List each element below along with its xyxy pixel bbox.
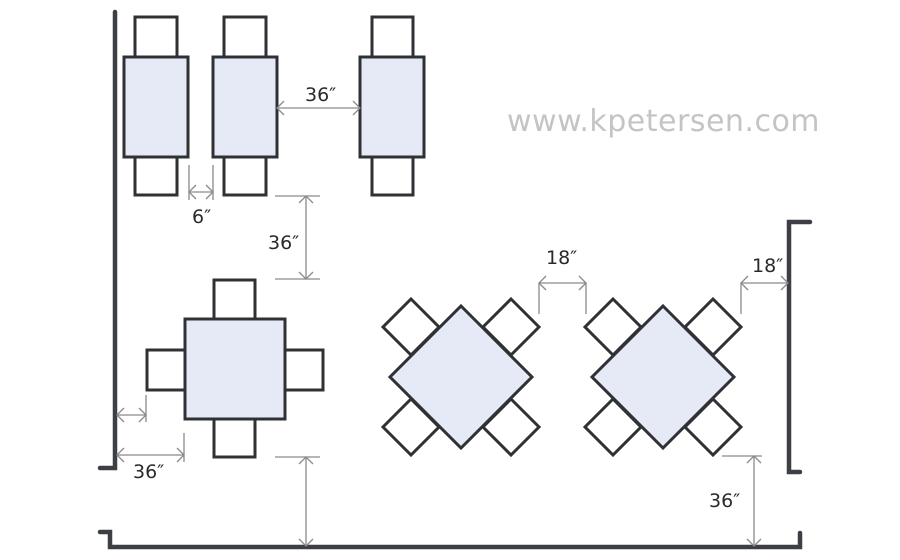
dim-36-row-gap-label: 36″ [268,232,299,254]
dim-18-between-diamonds: 18″ [538,247,587,314]
dim-6-chair-gap: 6″ [188,165,214,228]
rect-table-1-chair-2 [133,155,179,197]
rect-table-3-chair-2 [370,155,415,197]
rect-table-3-chair-1 [370,15,415,59]
dim-18-between-diamonds-label: 18″ [546,247,577,269]
walls [97,9,813,550]
dim-18-chair-to-left-wall [116,395,147,423]
rect-table-1 [122,55,190,159]
square-table-chair-3 [145,348,187,392]
dim-36-table-to-left-wall-label: 36″ [133,461,164,483]
tables [122,55,737,451]
square-table [183,317,287,421]
rect-table-3 [358,55,426,159]
diamond-table-2 [589,303,737,451]
dim-36-between-rect-tables-label: 36″ [305,84,336,106]
diamond-table-1 [387,303,535,451]
dim-36-table-to-left-wall: 36″ [116,433,185,483]
square-table-chair-4 [283,348,325,392]
dimension-lines: 36″ 6″ 36″ 18″ 18″ 36″ 36″ [116,84,789,547]
dim-6-chair-gap-label: 6″ [192,206,211,228]
left-wall [97,9,118,471]
watermark-text: www.kpetersen.com [507,104,820,139]
rect-table-1-chair-1 [133,15,179,59]
dim-36-square-to-bottom-wall [275,456,320,547]
dim-36-between-rect-tables: 36″ [276,84,361,116]
dim-36-row-gap: 36″ [268,195,320,280]
rect-table-2-chair-2 [222,155,268,197]
dim-18-to-right-wall-label: 18″ [752,255,783,277]
square-table-chair-2 [212,417,257,459]
right-wall [786,219,813,475]
rect-table-2 [211,55,279,159]
dim-36-diamond-to-bottom-wall-label: 36″ [709,490,740,512]
dim-36-diamond-to-bottom-wall: 36″ [709,455,762,547]
bottom-wall [97,529,803,550]
rect-table-2-chair-1 [222,15,268,59]
dim-18-to-right-wall: 18″ [740,255,789,314]
square-table-chair-1 [212,278,257,321]
